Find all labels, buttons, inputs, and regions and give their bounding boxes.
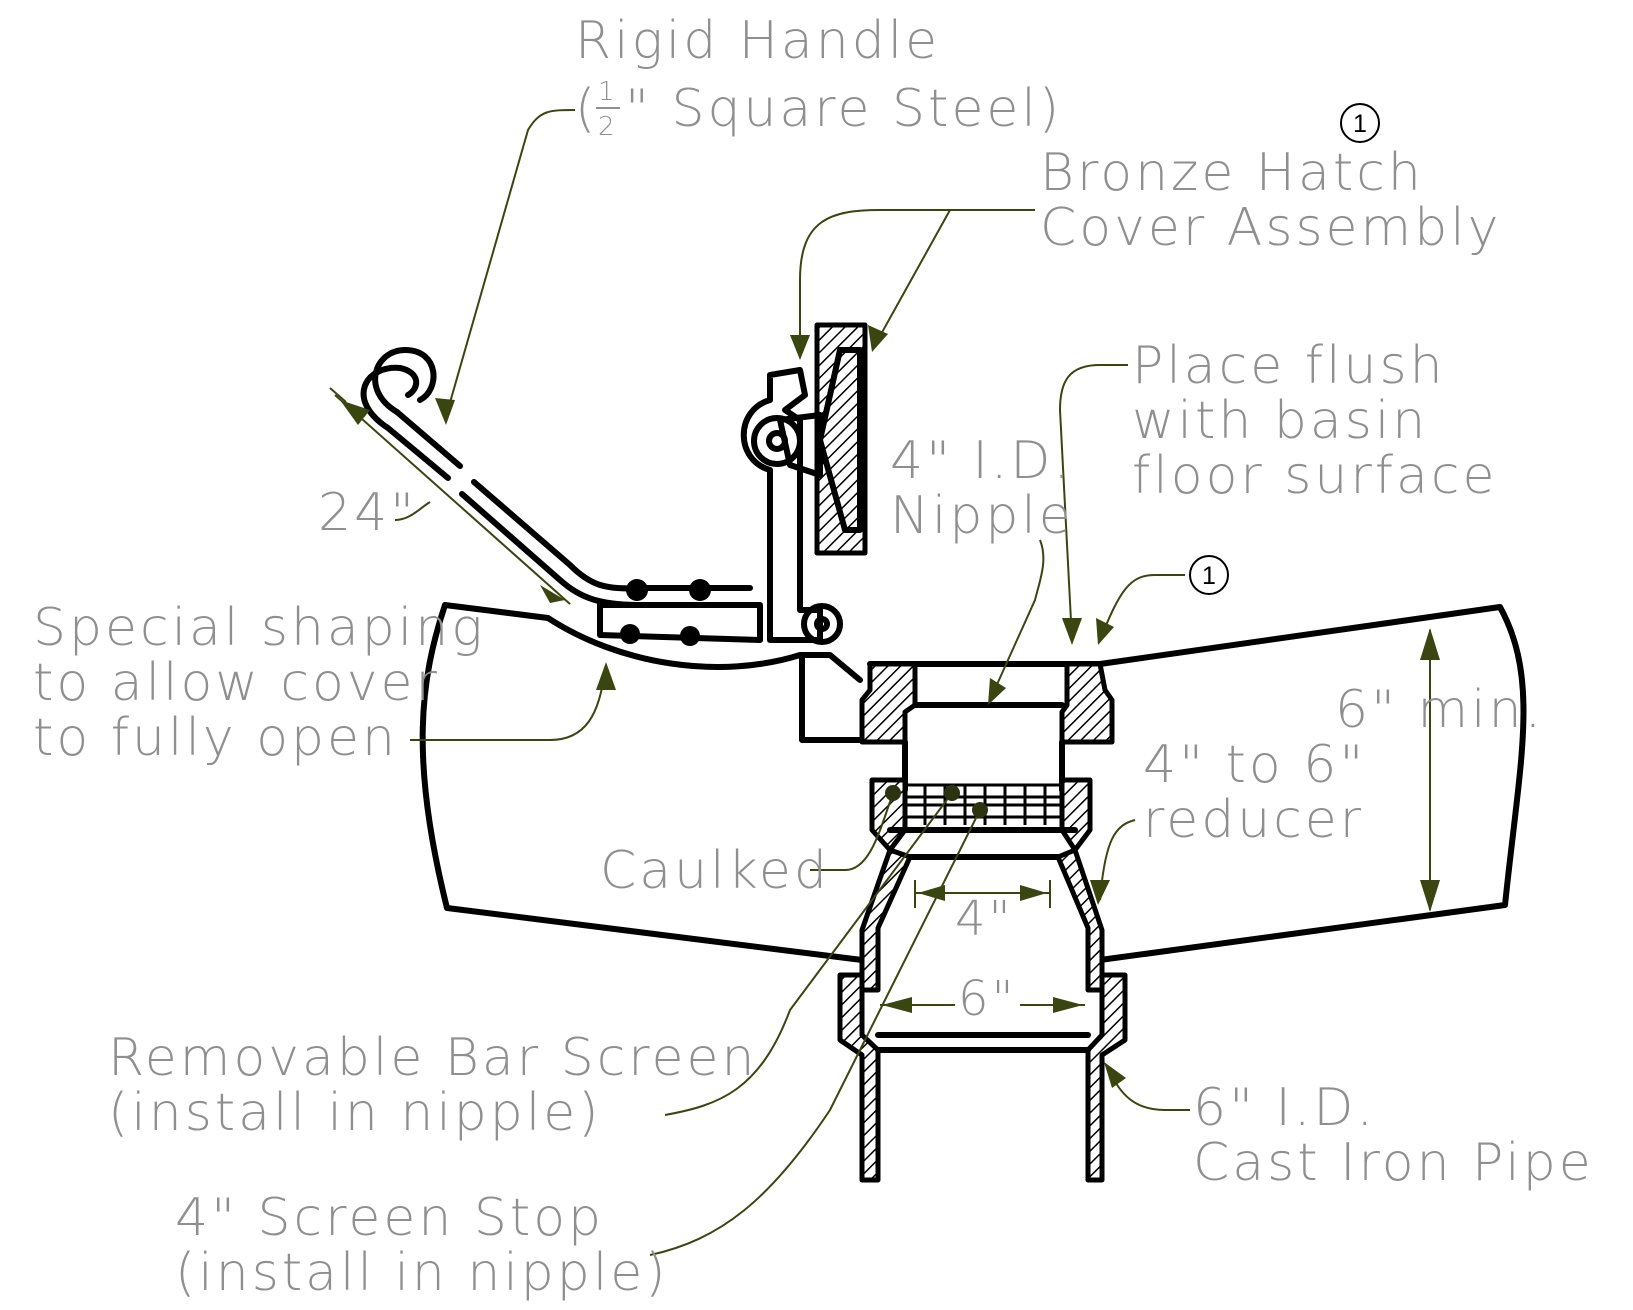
callout-ref-top: 1 (1340, 103, 1380, 143)
label-dimension-6: 6" (958, 971, 1017, 1027)
label-handle-length: 24" (318, 483, 417, 543)
label-special-shaping-line1: Special shaping (33, 598, 485, 658)
label-rigid-handle-paren: ( (575, 79, 598, 139)
label-six-min: 6" min. (1335, 680, 1544, 740)
hatch-frame (799, 652, 1115, 793)
label-dimension-4: 4" (955, 891, 1014, 947)
label-bronze-hatch-line2: Cover Assembly (1040, 198, 1501, 258)
leader-lines (410, 109, 1190, 1256)
caulk-dots (885, 785, 988, 818)
cast-iron-pipe (837, 972, 1128, 1183)
label-cast-iron-line1: 6" I.D. (1193, 1078, 1376, 1138)
dimension-24-line (329, 387, 571, 605)
callout-ref-mid-number: 1 (1202, 562, 1216, 590)
label-special-shaping-line2: to allow cover (33, 653, 440, 713)
label-nipple-line2: Nipple (890, 486, 1074, 546)
label-cast-iron-line2: Cast Iron Pipe (1193, 1133, 1594, 1193)
callout-ref-top-number: 1 (1353, 110, 1367, 138)
dimension-6-line (880, 997, 1085, 1013)
reducer (859, 847, 1105, 993)
label-caulked: Caulked (600, 841, 830, 901)
label-bronze-hatch-line1: Bronze Hatch (1040, 143, 1424, 203)
label-reducer-line2: reducer (1143, 790, 1364, 850)
label-rigid-handle-line1: Rigid Handle (575, 11, 940, 71)
dimension-6-min-line (1420, 628, 1440, 912)
label-bar-screen-line1: Removable Bar Screen (108, 1028, 757, 1088)
label-place-flush-line2: with basin (1132, 391, 1428, 451)
label-half-numerator: 1 (598, 77, 618, 107)
label-screen-stop-line2: (install in nipple) (175, 1243, 669, 1303)
label-nipple-line1: 4" I.D. (890, 431, 1073, 491)
hinge-assembly (740, 367, 843, 645)
label-place-flush-line3: floor surface (1132, 446, 1497, 506)
basin-slab (419, 602, 1527, 963)
label-place-flush-line1: Place flush (1132, 336, 1446, 396)
label-bar-screen-line2: (install in nipple) (108, 1083, 602, 1143)
label-half-denominator: 2 (598, 112, 618, 142)
label-rigid-handle-line2: " Square Steel) (625, 79, 1062, 139)
callout-ref-mid: 1 (1189, 555, 1229, 595)
label-special-shaping-line3: to fully open (33, 708, 398, 768)
label-screen-stop-line1: 4" Screen Stop (175, 1188, 604, 1248)
rigid-handle (360, 347, 803, 670)
bar-screen (869, 777, 1093, 860)
label-reducer-line1: 4" to 6" (1143, 735, 1366, 795)
hatch-lid (814, 322, 868, 556)
